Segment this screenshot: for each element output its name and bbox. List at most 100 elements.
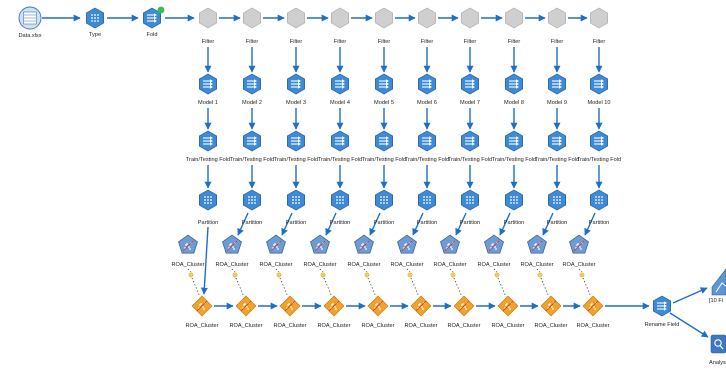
node-model-9[interactable]: Model 9 <box>547 73 567 106</box>
node-roa-cluster-nugget-3[interactable]: ROA_Cluster <box>274 295 307 329</box>
node-train-test-9[interactable]: Train/Testing Fold <box>535 130 579 163</box>
node-model-4[interactable]: Model 4 <box>330 73 350 106</box>
node-label: Type <box>89 32 101 38</box>
node-partition-8[interactable]: Partition <box>504 189 525 226</box>
node-filter-3[interactable]: Filter <box>287 7 305 45</box>
node-label: Filter <box>464 39 477 45</box>
node-model-2[interactable]: Model 2 <box>242 73 262 106</box>
node-model-8[interactable]: Model 8 <box>504 73 524 106</box>
node-train-test-4[interactable]: Train/Testing Fold <box>318 130 362 163</box>
k-means-model-icon <box>222 234 242 254</box>
model-nugget-icon <box>497 295 519 317</box>
node-roa-cluster-model-2[interactable]: ROA_Cluster <box>216 234 249 268</box>
node-train-test-6[interactable]: Train/Testing Fold <box>405 130 449 163</box>
node-model-3[interactable]: Model 3 <box>286 73 306 106</box>
k-means-model-icon <box>178 234 198 254</box>
model-link-4 <box>319 268 324 273</box>
node-filter-8[interactable]: Filter <box>505 7 523 45</box>
node-partition-7[interactable]: Partition <box>460 189 481 226</box>
node-partition-4[interactable]: Partition <box>330 189 351 226</box>
partition-icon <box>286 189 306 211</box>
model-nugget-icon <box>410 295 432 317</box>
node-filter-5[interactable]: Filter <box>375 7 393 45</box>
node-label: Model 1 <box>198 100 218 106</box>
node-roa-cluster-nugget-5[interactable]: ROA_Cluster <box>362 295 395 329</box>
node-roa-cluster-nugget-1[interactable]: ROA_Cluster <box>186 295 219 329</box>
node-roa-cluster-model-8[interactable]: ROA_Cluster <box>478 234 511 268</box>
node-analysis[interactable]: Analys <box>709 334 726 366</box>
node-roa-cluster-model-4[interactable]: ROA_Cluster <box>304 234 337 268</box>
node-roa-cluster-model-5[interactable]: ROA_Cluster <box>348 234 381 268</box>
node-filter-10[interactable]: Filter <box>590 7 608 45</box>
node-data-xlsx[interactable]: Data.xlsx <box>18 6 42 39</box>
node-partition-1[interactable]: Partition <box>198 189 219 226</box>
link-partition-cluster-3 <box>281 212 293 236</box>
node-rename-field[interactable]: Rename Field <box>645 295 680 328</box>
train-test-icon <box>547 130 567 152</box>
node-output-chart[interactable]: [10 Fi <box>709 268 726 304</box>
node-model-5[interactable]: Model 5 <box>374 73 394 106</box>
node-roa-cluster-model-1[interactable]: ROA_Cluster <box>172 234 205 268</box>
node-train-test-8[interactable]: Train/Testing Fold <box>492 130 536 163</box>
link-dot <box>494 272 500 278</box>
partition-icon <box>330 189 350 211</box>
node-label: ROA_Cluster <box>448 323 481 329</box>
node-filter-4[interactable]: Filter <box>331 7 349 45</box>
link-rename-output <box>672 287 708 304</box>
model-nugget-icon <box>235 295 257 317</box>
node-model-6[interactable]: Model 6 <box>417 73 437 106</box>
node-roa-cluster-nugget-9[interactable]: ROA_Cluster <box>535 295 568 329</box>
node-roa-cluster-nugget-8[interactable]: ROA_Cluster <box>492 295 525 329</box>
node-roa-cluster-nugget-6[interactable]: ROA_Cluster <box>405 295 438 329</box>
derive-icon <box>242 73 262 95</box>
node-partition-2[interactable]: Partition <box>242 189 263 226</box>
node-roa-cluster-model-9[interactable]: ROA_Cluster <box>521 234 554 268</box>
node-roa-cluster-nugget-2[interactable]: ROA_Cluster <box>230 295 263 329</box>
node-roa-cluster-model-7[interactable]: ROA_Cluster <box>434 234 467 268</box>
node-filter-1[interactable]: Filter <box>199 7 217 45</box>
node-train-test-3[interactable]: Train/Testing Fold <box>274 130 318 163</box>
train-test-icon <box>374 130 394 152</box>
node-filter-7[interactable]: Filter <box>461 7 479 45</box>
model-link-5-b <box>367 277 377 298</box>
node-roa-cluster-model-3[interactable]: ROA_Cluster <box>260 234 293 268</box>
node-label: Partition <box>374 220 395 226</box>
node-label: Partition <box>589 220 610 226</box>
node-type[interactable]: Type <box>85 7 105 38</box>
node-label: Model 7 <box>460 100 480 106</box>
node-roa-cluster-model-6[interactable]: ROA_Cluster <box>391 234 424 268</box>
node-roa-cluster-nugget-10[interactable]: ROA_Cluster <box>577 295 610 329</box>
model-link-4-b <box>323 277 333 298</box>
node-partition-9[interactable]: Partition <box>547 189 568 226</box>
node-model-1[interactable]: Model 1 <box>198 73 218 106</box>
filter-icon <box>548 7 566 29</box>
node-roa-cluster-model-10[interactable]: ROA_Cluster <box>563 234 596 268</box>
node-roa-cluster-nugget-4[interactable]: ROA_Cluster <box>318 295 351 329</box>
link-partition-cluster-9 <box>542 212 554 236</box>
node-filter-6[interactable]: Filter <box>418 7 436 45</box>
filter-icon <box>331 7 349 29</box>
node-filter-2[interactable]: Filter <box>243 7 261 45</box>
link-dot <box>450 272 456 278</box>
node-filter-9[interactable]: Filter <box>548 7 566 45</box>
node-partition-5[interactable]: Partition <box>374 189 395 226</box>
node-partition-6[interactable]: Partition <box>417 189 438 226</box>
node-train-test-1[interactable]: Train/Testing Fold <box>186 130 230 163</box>
model-nugget-icon <box>323 295 345 317</box>
node-train-test-7[interactable]: Train/Testing Fold <box>448 130 492 163</box>
node-partition-10[interactable]: Partition <box>589 189 610 226</box>
node-train-test-2[interactable]: Train/Testing Fold <box>230 130 274 163</box>
derive-icon <box>198 73 218 95</box>
node-train-test-5[interactable]: Train/Testing Fold <box>362 130 406 163</box>
node-model-10[interactable]: Model 10 <box>587 73 611 106</box>
node-train-test-10[interactable]: Train/Testing Fold <box>577 130 621 163</box>
node-roa-cluster-nugget-7[interactable]: ROA_Cluster <box>448 295 481 329</box>
node-model-7[interactable]: Model 7 <box>460 73 480 106</box>
node-label: Filter <box>378 39 391 45</box>
node-label: Partition <box>460 220 481 226</box>
node-label: ROA_Cluster <box>434 262 467 268</box>
node-partition-3[interactable]: Partition <box>286 189 307 226</box>
node-fold[interactable]: Fold <box>142 6 165 38</box>
